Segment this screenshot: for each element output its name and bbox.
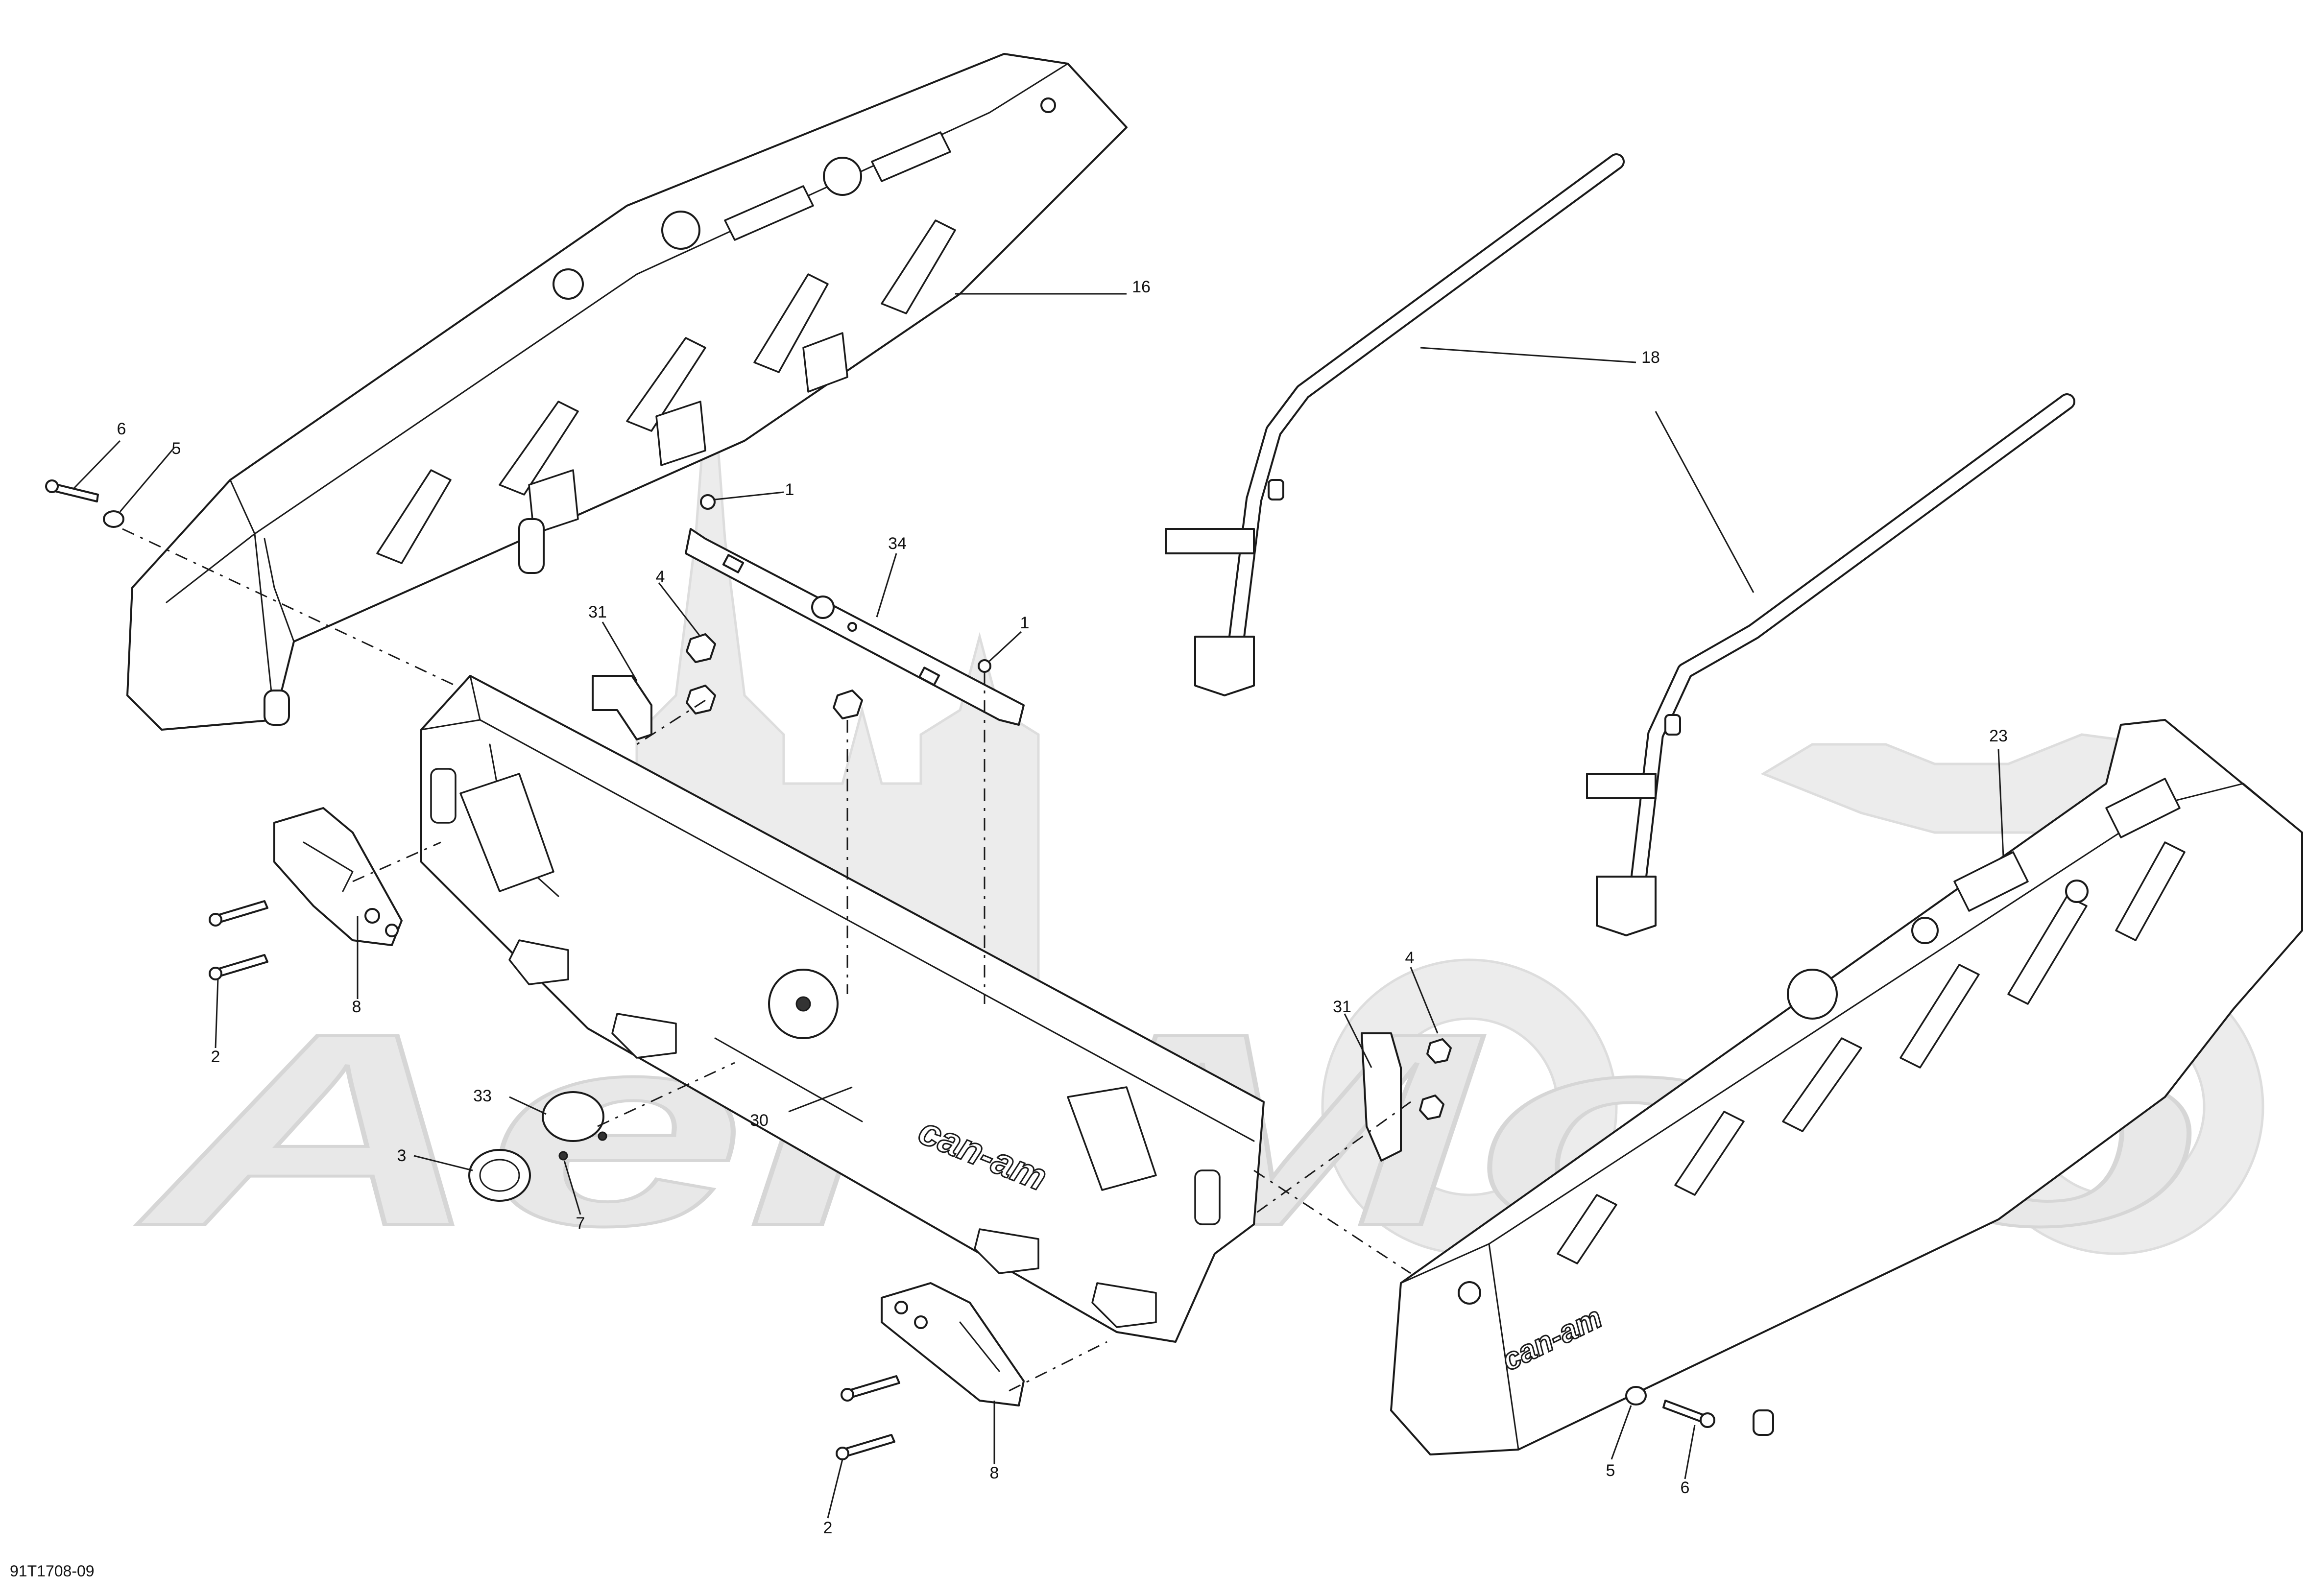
- screw-7-a: [558, 1151, 568, 1161]
- bolt-2-upper-a: [215, 900, 268, 924]
- small-parts: [45, 479, 1715, 1460]
- callout-7: 7: [576, 1214, 585, 1233]
- callout-4-lower: 4: [1405, 949, 1415, 967]
- bolt-2-upper-b: [215, 954, 268, 977]
- emblem-3: [468, 1149, 531, 1202]
- disc-33: [542, 1091, 604, 1142]
- callout-23: 23: [1989, 727, 2008, 745]
- part-18-grab-handles: [1165, 153, 2075, 936]
- part-23-side-panel-right: can-am: [1390, 719, 2303, 1455]
- leader-lines: [72, 293, 2004, 1519]
- nut-strip: [833, 690, 863, 719]
- part-34-bracket-strip: [685, 528, 1025, 726]
- nut-4-upper-a: [686, 633, 716, 663]
- diagram-reference-code: 91T1708-09: [10, 1562, 95, 1580]
- bolt-2-lower-b: [841, 1434, 895, 1457]
- callout-1-upper: 1: [785, 480, 794, 499]
- callout-6-upper: 6: [117, 420, 126, 438]
- callout-34: 34: [888, 534, 907, 553]
- callout-4-upper: 4: [656, 568, 665, 586]
- washer-5-upper: [103, 510, 124, 528]
- callout-2-upper: 2: [211, 1048, 220, 1066]
- callout-2-lower: 2: [823, 1519, 833, 1537]
- callout-1-strip: 1: [1020, 614, 1030, 632]
- callout-labels: 16 18 6 5 1 34 31 4 1 23 8 2 4 31 33 3 7…: [117, 278, 2008, 1537]
- callout-8-upper: 8: [352, 998, 361, 1016]
- nut-4-lower-a: [1426, 1038, 1452, 1064]
- washer-5-lower: [1625, 1386, 1647, 1405]
- part-16-side-panel-left: [126, 53, 1128, 731]
- part-30-center-rack: can-am: [420, 675, 1265, 1343]
- callout-30: 30: [750, 1111, 769, 1130]
- screw-1-upper: [700, 494, 716, 510]
- callout-31-lower: 31: [1333, 998, 1351, 1016]
- callout-16: 16: [1132, 278, 1151, 296]
- bolt-2-lower-a: [846, 1375, 900, 1399]
- callout-33: 33: [473, 1087, 492, 1105]
- bolt-6-lower: [1662, 1400, 1706, 1423]
- nut-4-upper-b: [686, 685, 716, 715]
- callout-5-upper: 5: [172, 439, 181, 458]
- callout-18: 18: [1641, 348, 1660, 367]
- latch-8-upper: [273, 807, 403, 946]
- callout-3: 3: [397, 1146, 407, 1165]
- screw-7-b: [598, 1131, 607, 1141]
- callout-5-lower: 5: [1606, 1461, 1615, 1480]
- nut-4-lower-b: [1419, 1095, 1444, 1120]
- screw-1-strip: [978, 659, 991, 673]
- assembly-lines: [122, 528, 1411, 1392]
- latch-8-lower: [881, 1282, 1025, 1406]
- bracket-31-lower: [1361, 1032, 1402, 1162]
- callout-6-lower: 6: [1681, 1478, 1690, 1497]
- callout-31-upper: 31: [588, 603, 607, 621]
- bracket-31-upper: [592, 675, 652, 740]
- callout-8-lower: 8: [990, 1464, 999, 1482]
